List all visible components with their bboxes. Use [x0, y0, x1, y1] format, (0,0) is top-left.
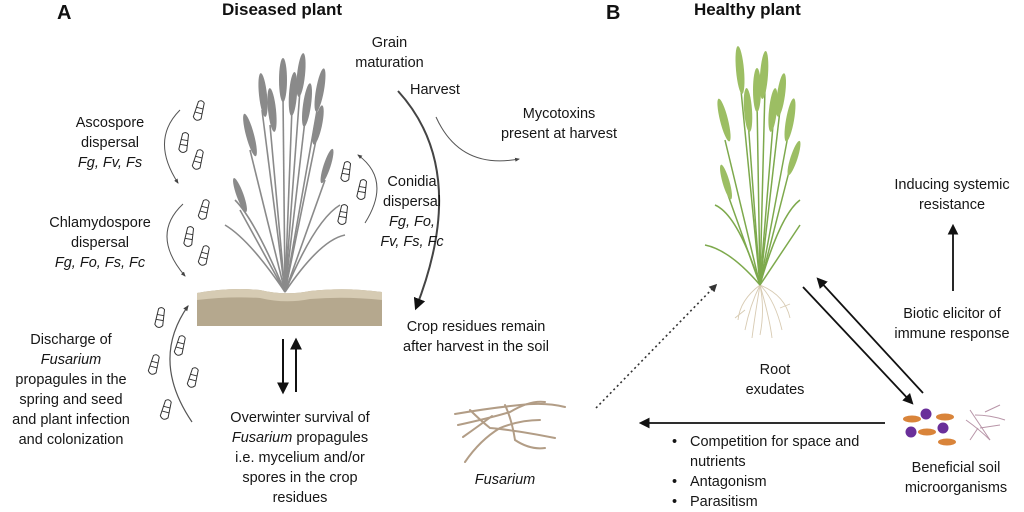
panel-b-title: Healthy plant — [694, 0, 801, 19]
panel-a-letter: A — [57, 2, 72, 24]
diseased-wheat-ears — [233, 53, 334, 212]
mechanism-item: Parasitism — [670, 492, 870, 512]
ascospore-dispersal-label: Ascospore dispersal Fg, Fv, Fs — [75, 115, 145, 171]
chlamydospore-spores — [182, 198, 212, 267]
soil-block — [197, 289, 382, 326]
chlamydospore-dispersal-label: Chlamydospore dispersal Fg, Fo, Fs, Fc — [49, 215, 151, 271]
root-exudates-label: Root exudates — [745, 362, 805, 398]
overwinter-label: Overwinter survival of Fusarium propagul… — [230, 410, 370, 506]
mechanism-item: Competition for space and nutrients — [670, 432, 870, 472]
panel-a-title: Diseased plant — [222, 0, 342, 19]
plant-to-microbes-arrow — [802, 286, 914, 405]
beneficial-microorganisms-label: Beneficial soil microorganisms — [904, 460, 1008, 496]
beneficial-microbes — [903, 404, 1006, 446]
discharge-label: Discharge of Fusarium propagules in the … — [12, 332, 130, 448]
grain-maturation-label: Grain maturation — [355, 35, 424, 71]
healthy-wheat-plant — [704, 46, 801, 339]
diseased-plant-illustration — [197, 53, 382, 326]
mechanism-item: Antagonism — [670, 472, 870, 492]
discharge-spores — [147, 306, 201, 421]
inducing-resistance-label: Inducing systemic resistance — [894, 177, 1010, 213]
ascospore-arrow — [164, 109, 181, 184]
microbes-to-plant-arrow — [816, 277, 924, 394]
harvest-arrow — [397, 90, 441, 311]
diseased-wheat-plant — [224, 89, 346, 293]
root-exudates-dotted-arrow — [595, 283, 718, 409]
ascospore-spores — [177, 99, 207, 171]
biotic-elicitor-label: Biotic elicitor of immune response — [894, 306, 1010, 342]
fusarium-label: Fusarium — [474, 472, 536, 488]
harvest-label: Harvest — [410, 82, 460, 98]
fusarium-hyphae — [454, 400, 566, 463]
mycotoxins-label: Mycotoxins present at harvest — [500, 106, 618, 142]
conidia-dispersal-label: Conidia dispersal Fg, Fo, Fv, Fs, Fc — [380, 174, 444, 250]
conidia-spores — [336, 160, 369, 226]
crop-residues-label: Crop residues remain after harvest in th… — [403, 319, 549, 355]
panel-b-letter: B — [606, 2, 621, 24]
conidia-arrow — [357, 154, 378, 224]
discharge-arrow — [169, 305, 193, 423]
mycotoxins-arrow — [435, 116, 520, 162]
mechanisms-list: Competition for space and nutrients Anta… — [670, 432, 870, 512]
chlamydospore-arrow — [166, 203, 186, 277]
healthy-roots — [734, 284, 791, 339]
